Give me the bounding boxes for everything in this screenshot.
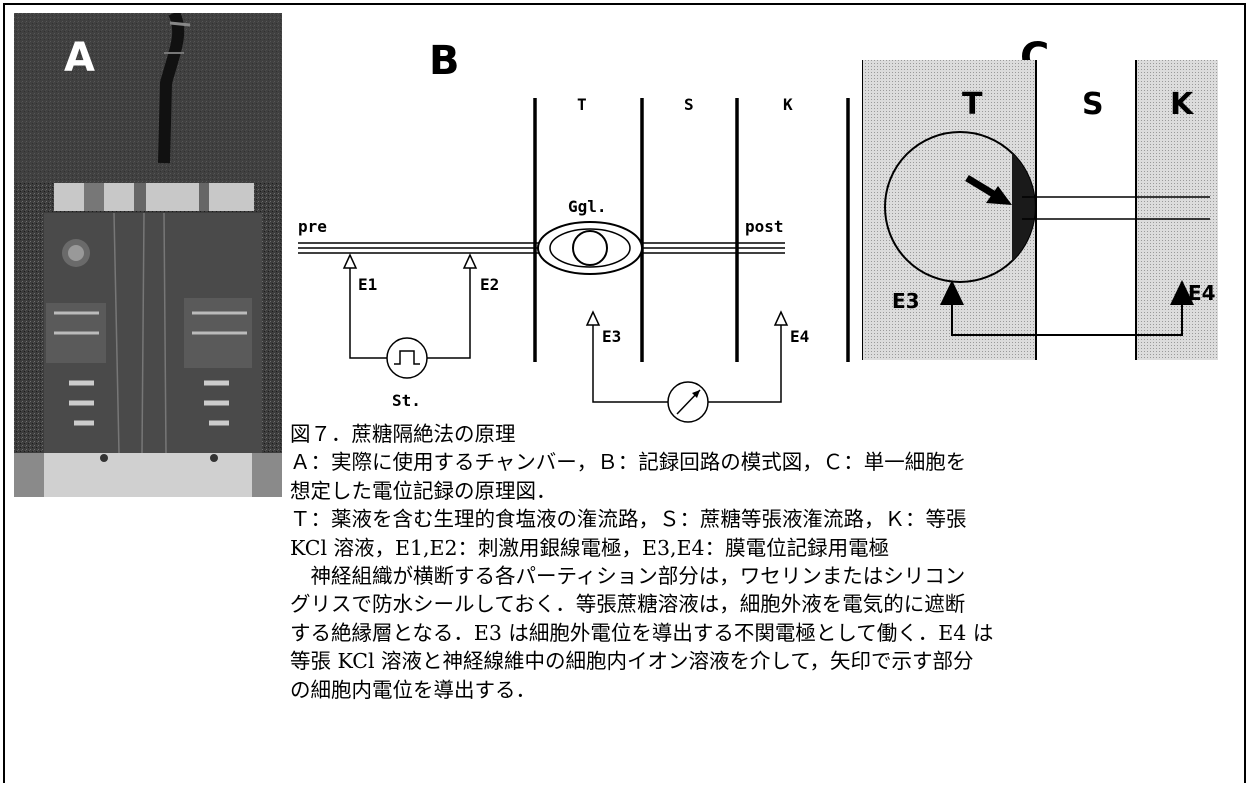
c-e4-label: E4 xyxy=(1188,281,1216,305)
e3-label: E3 xyxy=(602,327,621,346)
caption-line: Ａ：実際に使用するチャンバー，Ｂ：記録回路の模式図，Ｃ：単一細胞を xyxy=(290,448,1220,476)
caption-line: する絶縁層となる．E3 は細胞外電位を導出する不関電極として働く．E4 は xyxy=(290,619,1220,647)
c-compartment-t-label: T xyxy=(962,87,983,122)
caption-title: 図７．蔗糖隔絶法の原理 xyxy=(290,420,1220,448)
caption-line: 等張 KCl 溶液と神経線維中の細胞内イオン溶液を介して，矢印で示す部分 xyxy=(290,647,1220,675)
single-cell-principle-diagram: T S K E3 E4 xyxy=(862,60,1218,403)
chamber-photo xyxy=(14,13,282,497)
e2-label: E2 xyxy=(480,275,499,294)
post-label: post xyxy=(745,217,784,236)
stimulator-label: St. xyxy=(392,391,421,410)
caption-line: グリスで防水シールしておく．等張蔗糖溶液は，細胞外液を電気的に遮断 xyxy=(290,590,1220,618)
caption-line: KCl 溶液，E1,E2：刺激用銀線電極，E3,E4：膜電位記録用電極 xyxy=(290,534,1220,562)
c-compartment-k-label: K xyxy=(1170,87,1195,122)
c-e3-label: E3 xyxy=(892,289,920,313)
recording-circuit-diagram: T S K Ggl. pre post E1 E2 St. E3 E4 xyxy=(290,80,860,440)
compartment-k-label: K xyxy=(783,95,793,114)
caption-line: 想定した電位記録の原理図． xyxy=(290,477,1220,505)
panel-a-label: A xyxy=(64,35,95,81)
compartment-s-label: S xyxy=(684,95,694,114)
stimulator xyxy=(387,338,427,378)
caption-line: の細胞内電位を導出する． xyxy=(290,676,1220,704)
e4-label: E4 xyxy=(790,327,809,346)
compartment-t-label: T xyxy=(577,95,587,114)
c-compartment-s-label: S xyxy=(1082,87,1104,122)
e1-label: E1 xyxy=(358,275,377,294)
ganglion-label: Ggl. xyxy=(568,197,607,216)
pre-label: pre xyxy=(298,217,327,236)
caption-line: Ｔ：薬液を含む生理的食塩液の潅流路，Ｓ：蔗糖等張液潅流路，Ｋ：等張 xyxy=(290,505,1220,533)
figure-caption: 図７．蔗糖隔絶法の原理 Ａ：実際に使用するチャンバー，Ｂ：記録回路の模式図，Ｃ：… xyxy=(290,420,1220,704)
panel-b-label: B xyxy=(429,38,460,84)
caption-line: 神経組織が横断する各パーティション部分は，ワセリンまたはシリコン xyxy=(290,562,1220,590)
